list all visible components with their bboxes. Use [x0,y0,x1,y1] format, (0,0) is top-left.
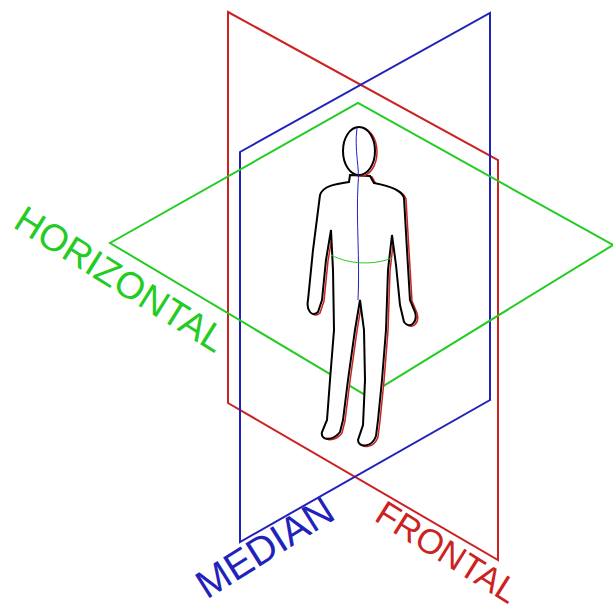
median-line [356,128,358,300]
median-plane [240,13,490,542]
plane-label: HORIZONTAL [8,200,231,359]
plane-label: FRONTAL [370,495,524,609]
waist-line [331,255,392,263]
body-outline [308,175,416,446]
frontal-plane [228,12,498,560]
human-figure [308,127,418,447]
plane-label: MEDIAN [189,490,341,605]
head-outline [343,127,375,175]
